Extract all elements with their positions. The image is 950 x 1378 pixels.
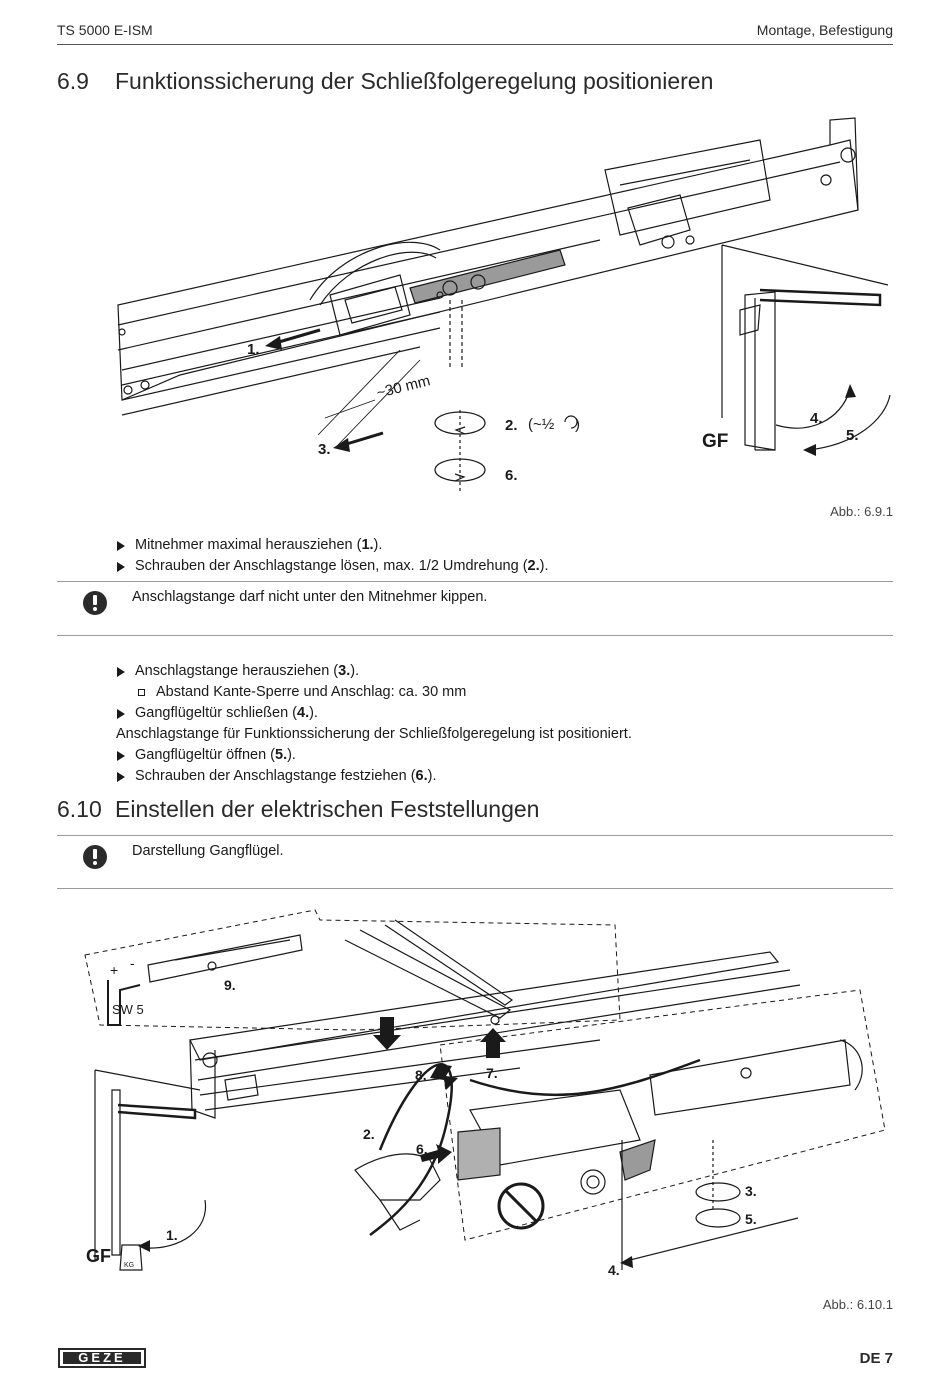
section-title: Funktionssicherung der Schließfolgeregel… (115, 68, 714, 94)
step-list-a: Mitnehmer maximal herausziehen (1.). Sch… (116, 535, 549, 577)
header-doc-title: TS 5000 E-ISM (57, 22, 153, 38)
figure-6-10-1: + - SW 5 9. 8. 7. 2. 6. 3. 5. 4. 1. GF K… (0, 900, 950, 1290)
figure-caption-6-9-1: Abb.: 6.9.1 (830, 504, 893, 519)
section-title: Einstellen der elektrischen Feststellung… (115, 796, 540, 822)
fig2-label-gf: GF (86, 1246, 111, 1266)
fig2-label-plus: + (110, 962, 118, 978)
bullet-triangle-icon (117, 667, 125, 677)
fig2-label-step6: 6. (416, 1141, 428, 1157)
exclamation-icon (83, 591, 107, 615)
fig-label-step1: 1. (247, 341, 260, 358)
bullet-triangle-icon (117, 562, 125, 572)
fig-label-step3: 3. (318, 441, 331, 458)
section-number: 6.9 (57, 68, 89, 94)
figure-6-9-1-drawing: 1. ~30 mm 3. 2. (~½ ) 6. GF 4. 5. (117, 117, 891, 492)
step-list-b: Anschlagstange herausziehen (3.). Abstan… (116, 661, 632, 787)
warning-box: Darstellung Gangflügel. (57, 835, 893, 889)
fig2-label-step2: 2. (363, 1126, 375, 1142)
fig-label-step2-close: ) (575, 416, 580, 433)
fig2-label-step5: 5. (745, 1211, 757, 1227)
result-text: Anschlagstange für Funktionssicherung de… (116, 726, 632, 742)
fig-label-step6: 6. (505, 467, 518, 484)
fig2-label-sw: SW 5 (112, 1002, 144, 1017)
bullet-triangle-icon (117, 751, 125, 761)
figure-6-10-1-drawing: + - SW 5 9. 8. 7. 2. 6. 3. 5. 4. 1. GF K… (84, 909, 886, 1278)
section-heading-6-10: 6.10 Einstellen der elektrischen Feststel… (57, 796, 539, 823)
bullet-square-icon (138, 689, 145, 696)
warning-box: Anschlagstange darf nicht unter den Mitn… (57, 581, 893, 636)
fig2-label-step7: 7. (486, 1065, 498, 1081)
fig-label-step4: 4. (810, 410, 823, 427)
fig2-label-kg: KG (124, 1262, 134, 1269)
fig2-label-step4: 4. (608, 1262, 620, 1278)
header-section-title: Montage, Befestigung (756, 22, 893, 38)
bullet-triangle-icon (117, 709, 125, 719)
header-divider (57, 44, 893, 45)
warning-text: Anschlagstange darf nicht unter den Mitn… (132, 589, 488, 605)
figure-caption-6-10-1: Abb.: 6.10.1 (822, 1297, 893, 1312)
bullet-triangle-icon (117, 772, 125, 782)
page-number: DE 7 (859, 1350, 893, 1367)
list-item: Mitnehmer maximal herausziehen (1.). (116, 535, 549, 556)
exclamation-icon (83, 845, 107, 869)
bullet-triangle-icon (117, 541, 125, 551)
fig-label-gf: GF (702, 431, 728, 452)
list-item: Anschlagstange herausziehen (3.). (116, 661, 632, 682)
fig2-label-step8: 8. (415, 1067, 427, 1083)
fig2-label-step9: 9. (224, 977, 236, 993)
fig2-label-step3: 3. (745, 1183, 757, 1199)
section-heading-6-9: 6.9 Funktionssicherung der Schließfolgere… (57, 68, 713, 95)
list-item: Schrauben der Anschlagstange lösen, max.… (116, 556, 549, 577)
list-subitem: Abstand Kante-Sperre und Anschlag: ca. 3… (116, 682, 632, 703)
fig2-label-minus: - (130, 955, 135, 971)
fig-label-step2-hint: (~½ (528, 416, 555, 433)
warning-text: Darstellung Gangflügel. (132, 843, 284, 859)
fig-label-step2: 2. (505, 417, 518, 434)
fig2-label-step1: 1. (166, 1227, 178, 1243)
section-number: 6.10 (57, 796, 102, 822)
list-item: Gangflügeltür schließen (4.). (116, 703, 632, 724)
fig-label-step5: 5. (846, 427, 859, 444)
figure-6-9-1: 1. ~30 mm 3. 2. (~½ ) 6. GF 4. 5. (0, 100, 950, 500)
list-item: Schrauben der Anschlagstange festziehen … (116, 766, 632, 787)
list-item: Gangflügeltür öffnen (5.). (116, 745, 632, 766)
geze-logo: GEZE (58, 1348, 146, 1368)
